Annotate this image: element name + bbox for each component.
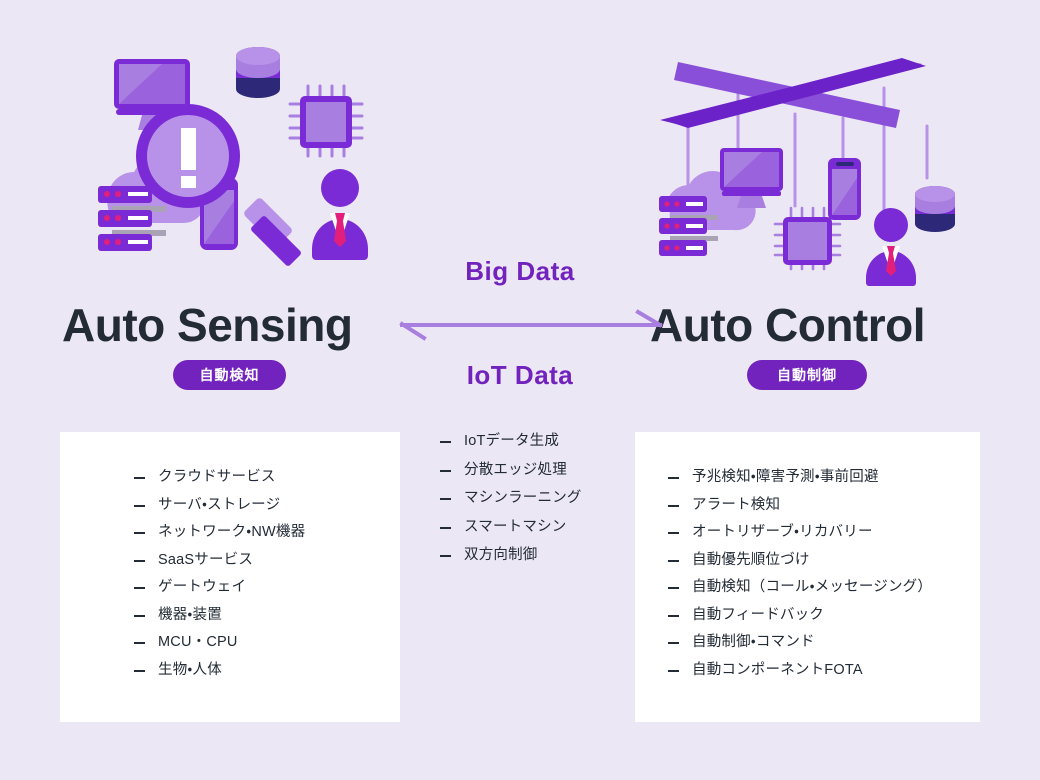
- monitor-icon: [720, 148, 783, 208]
- dash-icon: [440, 526, 451, 529]
- iot-data-label: IoT Data: [466, 360, 574, 390]
- big-data-label: Big Data: [465, 256, 575, 286]
- list-item-label: 双方向制御: [464, 547, 538, 563]
- list-item: 分散エッジ処理: [440, 461, 582, 478]
- list-item: スマートマシン: [440, 518, 582, 535]
- list-item: IoTデータ生成: [440, 434, 582, 449]
- magnifier-alert-icon: [136, 104, 301, 266]
- dash-icon: [134, 504, 145, 507]
- dash-icon: [440, 441, 451, 443]
- dash-icon: [668, 504, 679, 507]
- list-item-label: SaaSサービス: [158, 551, 254, 568]
- dash-icon: [134, 477, 145, 479]
- dash-icon: [668, 669, 679, 672]
- dash-icon: [668, 642, 679, 644]
- list-item: 双方向制御: [440, 548, 582, 563]
- list-item: 予兆検知・障害予測・事前回避: [668, 470, 932, 485]
- dash-icon: [134, 614, 145, 617]
- right-list-card: [635, 432, 980, 722]
- dash-icon: [440, 469, 451, 472]
- dash-icon: [668, 587, 679, 589]
- list-item: 自動優先順位づけ: [668, 551, 932, 568]
- list-item: サーバ・ストレージ: [134, 496, 305, 513]
- chip-icon: [773, 206, 842, 271]
- dash-icon: [440, 555, 451, 557]
- list-item-label: 自動検知（コール・メッセージング）: [692, 579, 933, 595]
- list-item-label: 自動制御・コマンド: [692, 634, 815, 650]
- list-item-label: 予兆検知・障害予測・事前回避: [692, 469, 879, 485]
- list-item: ネットワーク・NW機器: [134, 525, 305, 540]
- dash-icon: [134, 669, 145, 672]
- person-icon: [866, 208, 916, 286]
- list-item: 機器・装置: [134, 606, 305, 623]
- list-item: MCU・CPU: [134, 635, 305, 650]
- list-item-label: クラウドサービス: [158, 469, 276, 485]
- list-item-label: 自動コンポーネントFOTA: [692, 661, 863, 678]
- list-item-label: サーバ・ストレージ: [158, 496, 281, 513]
- list-item-label: 自動フィードバック: [692, 606, 825, 623]
- list-item-label: 自動優先順位づけ: [692, 551, 810, 568]
- auto-sensing-illustration: [90, 38, 390, 294]
- list-item-label: アラート検知: [692, 496, 781, 513]
- page-title-left: Auto Sensing: [62, 299, 353, 351]
- dash-icon: [134, 559, 145, 562]
- bidirectional-arrow: [398, 308, 664, 342]
- list-item: ゲートウェイ: [134, 580, 305, 595]
- list-item: アラート検知: [668, 496, 932, 513]
- list-item: オートリザーブ・リカバリー: [668, 525, 932, 540]
- list-item-label: MCU・CPU: [158, 634, 238, 650]
- list-item: 生物・人体: [134, 661, 305, 678]
- list-item: SaaSサービス: [134, 551, 305, 568]
- dash-icon: [134, 587, 145, 589]
- list-item: マシンラーニング: [440, 491, 582, 506]
- list-item-label: 機器・装置: [158, 606, 222, 623]
- status-badge-left: 自動検知: [173, 360, 286, 390]
- hanging-strings: [686, 86, 929, 218]
- list-item: 自動コンポーネントFOTA: [668, 661, 932, 678]
- list-item-label: オートリザーブ・リカバリー: [692, 524, 873, 540]
- list-item: 自動制御・コマンド: [668, 635, 932, 650]
- person-icon: [312, 169, 368, 260]
- dash-icon: [668, 614, 679, 617]
- list-item-label: 生物・人体: [158, 661, 222, 678]
- auto-control-list: 予兆検知・障害予測・事前回避 アラート検知 オートリザーブ・リカバリー 自動優先…: [668, 470, 932, 690]
- monitor-icon: [114, 59, 190, 130]
- list-item-label: IoTデータ生成: [464, 433, 560, 449]
- database-cylinder-icon: [236, 47, 280, 98]
- list-item-label: マシンラーニング: [464, 490, 582, 506]
- iot-data-list: IoTデータ生成 分散エッジ処理 マシンラーニング スマートマシン 双方向制御: [440, 434, 582, 577]
- auto-control-illustration: [650, 48, 980, 288]
- list-item-label: ネットワーク・NW機器: [158, 524, 306, 540]
- dash-icon: [668, 477, 679, 479]
- dash-icon: [134, 642, 145, 644]
- dash-icon: [668, 559, 679, 562]
- auto-sensing-list: クラウドサービス サーバ・ストレージ ネットワーク・NW機器 SaaSサービス …: [134, 470, 305, 690]
- dash-icon: [668, 532, 679, 534]
- list-item: クラウドサービス: [134, 470, 305, 485]
- list-item-label: スマートマシン: [464, 518, 567, 535]
- list-item-label: ゲートウェイ: [158, 579, 247, 595]
- dash-icon: [440, 498, 451, 500]
- chip-icon: [288, 84, 364, 158]
- list-item: 自動検知（コール・メッセージング）: [668, 580, 932, 595]
- page-title-right: Auto Control: [650, 299, 926, 351]
- left-list-card: [60, 432, 400, 722]
- list-item: 自動フィードバック: [668, 606, 932, 623]
- database-cylinder-icon: [915, 186, 955, 232]
- dash-icon: [134, 532, 145, 534]
- crossed-beams-icon: [660, 58, 926, 128]
- list-item-label: 分散エッジ処理: [464, 461, 567, 478]
- status-badge-right: 自動制御: [747, 360, 867, 390]
- smartphone-icon: [828, 158, 861, 220]
